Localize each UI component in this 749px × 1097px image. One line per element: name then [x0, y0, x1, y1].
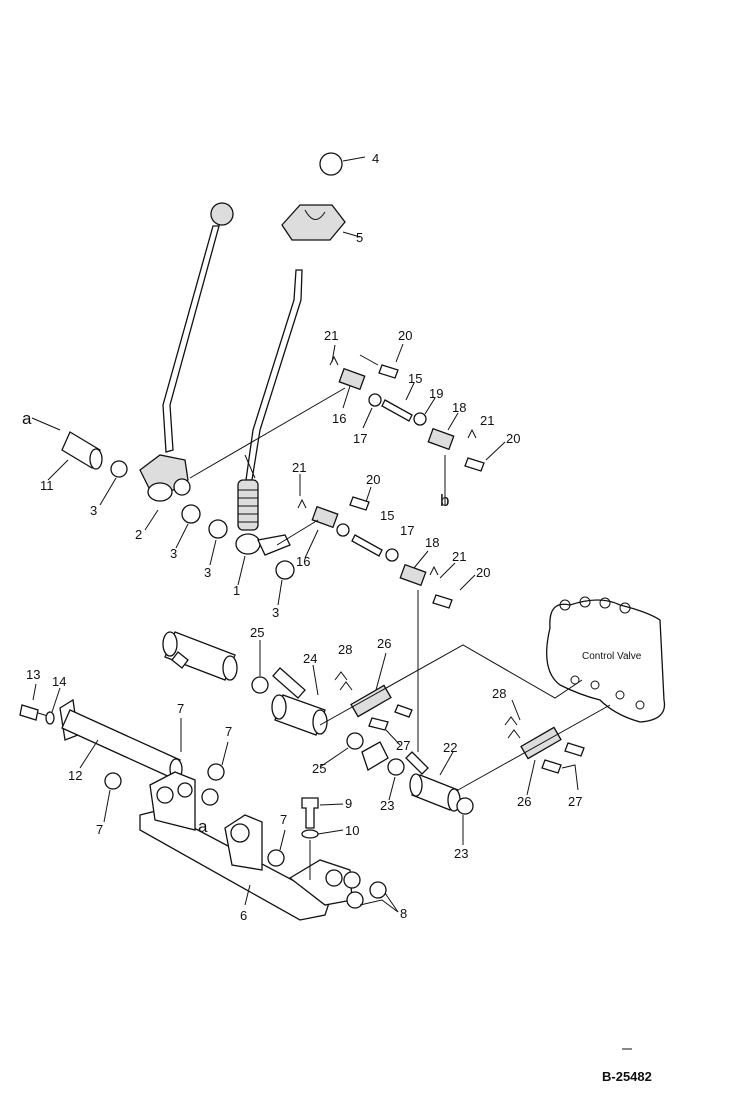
- callout-20: 20: [476, 565, 490, 580]
- part-16-yoke: [311, 505, 339, 529]
- callout-26: 26: [517, 794, 531, 809]
- callout-3: 3: [170, 546, 177, 561]
- part-8-bushing: [346, 891, 364, 909]
- callout-27: 27: [568, 794, 582, 809]
- callout-21: 21: [292, 460, 306, 475]
- callout-2: 2: [135, 527, 142, 542]
- callout-4: 4: [372, 151, 379, 166]
- callout-15: 15: [380, 508, 394, 523]
- view-marker-a: a: [22, 409, 32, 428]
- callout-22: 22: [443, 740, 457, 755]
- part-14-washer: [45, 711, 55, 725]
- callout-7: 7: [96, 822, 103, 837]
- part-18-yoke: [427, 427, 455, 451]
- callout-3: 3: [204, 565, 211, 580]
- part-22-arm: [361, 741, 389, 771]
- part-9-bolt: [301, 797, 319, 829]
- part-8-bushing: [343, 871, 361, 889]
- callout-11: 11: [40, 478, 54, 493]
- callout-25: 25: [250, 625, 264, 640]
- part-7-bushing: [104, 772, 122, 790]
- callout-17: 17: [400, 523, 414, 538]
- leader-lines: [31, 156, 579, 913]
- callout-3: 3: [90, 503, 97, 518]
- part-7-bushing: [267, 849, 285, 867]
- view-marker-a-lower: a: [198, 817, 208, 836]
- callout-21: 21: [452, 549, 466, 564]
- callout-28: 28: [492, 686, 506, 701]
- part-16-yoke: [338, 367, 366, 391]
- callout-10: 10: [345, 823, 359, 838]
- part-17-nut: [336, 523, 350, 537]
- part-8-bushing: [369, 881, 387, 899]
- part-20-bolt: [464, 457, 485, 472]
- part-26-clevis: [350, 684, 392, 718]
- callout-23: 23: [454, 846, 468, 861]
- part-3-bushing: [275, 560, 295, 580]
- callout-8: 8: [400, 906, 407, 921]
- part-15-rod: [381, 399, 413, 422]
- callout-6: 6: [240, 908, 247, 923]
- callout-21: 21: [324, 328, 338, 343]
- part-1-lever: [235, 269, 303, 556]
- callout-18: 18: [425, 535, 439, 550]
- callout-1: 1: [233, 583, 240, 598]
- part-22-shaft: [405, 751, 461, 812]
- callout-5: 5: [356, 230, 363, 245]
- part-25-bushing: [251, 676, 269, 694]
- part-7-bushing: [201, 788, 219, 806]
- callout-27: 27: [396, 738, 410, 753]
- callout-16: 16: [296, 554, 310, 569]
- part-10-washer: [301, 829, 319, 839]
- part-7-bushing: [207, 763, 225, 781]
- callout-13: 13: [26, 667, 40, 682]
- part-25-bushing: [346, 732, 364, 750]
- callout-15: 15: [408, 371, 422, 386]
- callout-20: 20: [366, 472, 380, 487]
- part-23-bushing: [387, 758, 405, 776]
- callout-12: 12: [68, 768, 82, 783]
- callout-18: 18: [452, 400, 466, 415]
- part-13-bolt: [19, 704, 39, 721]
- part-5-boot: [281, 204, 346, 241]
- part-23-bushing: [456, 797, 474, 815]
- part-18-yoke: [399, 563, 427, 587]
- callout-9: 9: [345, 796, 352, 811]
- callout-21: 21: [480, 413, 494, 428]
- callout-17: 17: [353, 431, 367, 446]
- part-20-bolt: [378, 364, 399, 379]
- part-2-lever: [139, 202, 234, 502]
- callout-20: 20: [398, 328, 412, 343]
- part-26-clevis: [520, 726, 562, 760]
- part-6-bracket: [139, 771, 353, 921]
- callout-26: 26: [377, 636, 391, 651]
- callout-16: 16: [332, 411, 346, 426]
- view-marker-b: b: [440, 491, 449, 510]
- callout-3: 3: [272, 605, 279, 620]
- part-4-knob-cap: [319, 152, 343, 176]
- callout-24: 24: [303, 651, 317, 666]
- part-24-shaft: [162, 631, 328, 736]
- callout-7: 7: [177, 701, 184, 716]
- part-19-nut: [413, 412, 427, 426]
- part-3-bushing: [181, 504, 201, 524]
- figure-code: B-25482: [602, 1069, 652, 1084]
- control-valve-label: Control Valve: [582, 651, 642, 662]
- callout-28: 28: [338, 642, 352, 657]
- callout-7: 7: [225, 724, 232, 739]
- part-3-bushing: [208, 519, 228, 539]
- control-valve: [546, 596, 666, 723]
- callout-7: 7: [280, 812, 287, 827]
- callout-23: 23: [380, 798, 394, 813]
- callout-25: 25: [312, 761, 326, 776]
- callout-14: 14: [52, 674, 66, 689]
- callout-20: 20: [506, 431, 520, 446]
- part-3-bushing: [110, 460, 128, 478]
- part-17-nut: [368, 393, 382, 407]
- callout-19: 19: [429, 386, 443, 401]
